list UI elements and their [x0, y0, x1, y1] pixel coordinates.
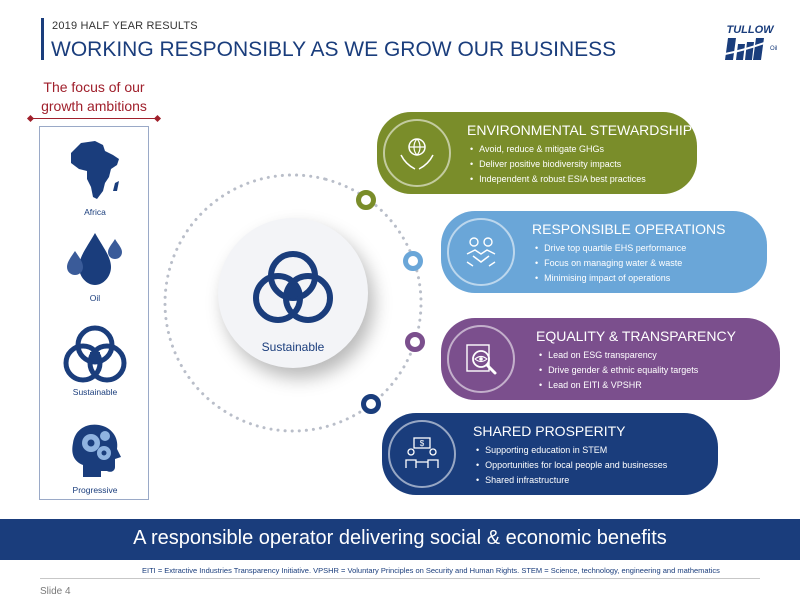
connector-ring-operations	[403, 251, 423, 271]
footer-divider	[40, 578, 760, 579]
page-title: WORKING RESPONSIBLY AS WE GROW OUR BUSIN…	[51, 38, 617, 61]
focus-item-africa: Africa	[40, 139, 150, 217]
pillar-equality-title: EQUALITY & TRANSPARENCY	[536, 328, 736, 344]
list-item: Focus on managing water & waste	[535, 256, 686, 271]
focus-label-africa: Africa	[84, 207, 106, 217]
pillar-operations-title: RESPONSIBLE OPERATIONS	[532, 221, 726, 237]
focus-label-progressive: Progressive	[72, 485, 118, 495]
list-item: Lead on ESG transparency	[539, 348, 698, 363]
svg-text:$: $	[420, 439, 425, 448]
head-gears-icon	[72, 424, 121, 477]
list-item: Drive top quartile EHS performance	[535, 241, 686, 256]
slide-number: Slide 4	[40, 586, 71, 597]
list-item: Avoid, reduce & mitigate GHGs	[470, 142, 646, 157]
list-item: Independent & robust ESIA best practices	[470, 172, 646, 187]
logo-wordmark: TULLOW	[726, 24, 775, 36]
list-item: Shared infrastructure	[476, 473, 667, 488]
africa-map-icon	[71, 141, 119, 199]
sustainable-hub	[218, 218, 368, 368]
list-item: Opportunities for local people and busin…	[476, 458, 667, 473]
page-subtitle: 2019 HALF YEAR RESULTS	[52, 20, 198, 32]
logo-mark-text: Oil	[770, 46, 777, 52]
pillar-environmental-title: ENVIRONMENTAL STEWARDSHIP	[467, 122, 693, 138]
tullow-logo: TULLOW Oil	[720, 20, 780, 66]
list-item: Lead on EITI & VPSHR	[539, 378, 698, 393]
magnifier-eye-icon	[447, 325, 515, 393]
pillar-prosperity-bullets: Supporting education in STEM Opportuniti…	[476, 443, 667, 488]
pillar-equality: EQUALITY & TRANSPARENCY Lead on ESG tran…	[441, 318, 780, 400]
focus-panel: Africa Oil Sustainable Progressive	[39, 126, 149, 500]
connector-ring-equality	[405, 332, 425, 352]
interlocking-rings-icon	[63, 325, 127, 383]
divider-right-diamond	[153, 114, 162, 123]
connector-ring-prosperity	[361, 394, 381, 414]
pillar-prosperity-title: SHARED PROSPERITY	[473, 423, 626, 439]
hub-label: Sustainable	[261, 340, 325, 354]
interlocking-rings-icon	[253, 251, 333, 323]
connector-ring-environmental	[356, 190, 376, 210]
pillar-operations-bullets: Drive top quartile EHS performance Focus…	[535, 241, 686, 286]
handshake-people-icon	[447, 218, 515, 286]
people-meeting-icon: $	[388, 420, 456, 488]
focus-item-progressive: Progressive	[40, 419, 150, 495]
pillar-environmental-bullets: Avoid, reduce & mitigate GHGs Deliver po…	[470, 142, 646, 187]
pillar-environmental: ENVIRONMENTAL STEWARDSHIP Avoid, reduce …	[377, 112, 697, 194]
footer-banner	[0, 519, 800, 560]
pillar-operations: RESPONSIBLE OPERATIONS Drive top quartil…	[441, 211, 767, 293]
pillar-prosperity: $ SHARED PROSPERITY Supporting education…	[382, 413, 718, 495]
abbreviations-footnote: EITI = Extractive Industries Transparenc…	[142, 566, 720, 575]
focus-label-oil: Oil	[89, 293, 101, 303]
pillar-equality-bullets: Lead on ESG transparency Drive gender & …	[539, 348, 698, 393]
focus-label-sustainable: Sustainable	[72, 387, 118, 397]
focus-item-sustainable: Sustainable	[40, 325, 150, 397]
footer-banner-text: A responsible operator delivering social…	[133, 527, 667, 549]
dotted-arc	[163, 173, 423, 433]
focus-item-oil: Oil	[40, 229, 150, 303]
divider-left-diamond	[26, 114, 35, 123]
focus-divider	[30, 118, 158, 119]
list-item: Drive gender & ethnic equality targets	[539, 363, 698, 378]
oil-drops-icon	[67, 233, 122, 285]
title-accent-bar	[41, 18, 44, 60]
list-item: Deliver positive biodiversity impacts	[470, 157, 646, 172]
focus-heading: The focus of our growth ambitions	[41, 79, 147, 114]
list-item: Supporting education in STEM	[476, 443, 667, 458]
hands-globe-icon	[383, 119, 451, 187]
list-item: Minimising impact of operations	[535, 271, 686, 286]
